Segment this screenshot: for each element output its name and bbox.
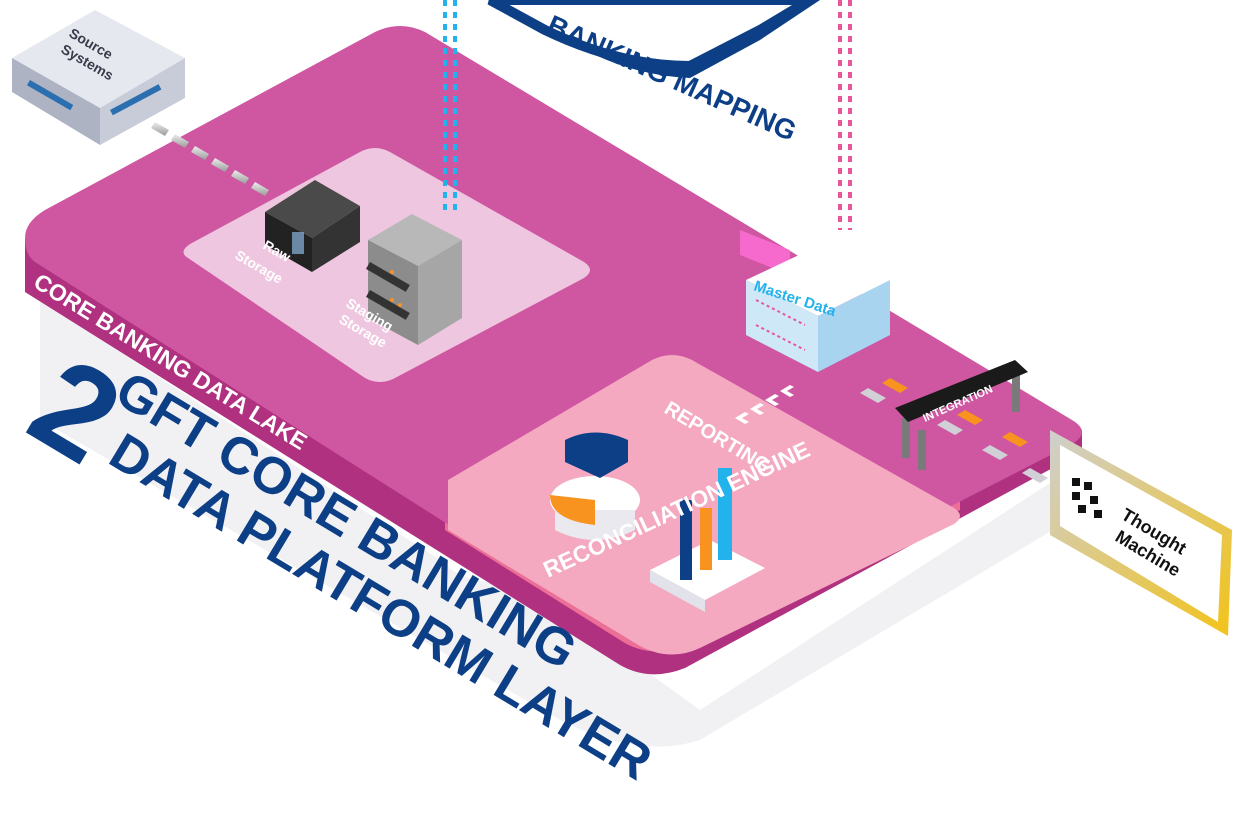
thought-machine-logo-icon [1072, 478, 1102, 518]
reconciliation-panel [448, 355, 960, 655]
bar-chart-graphic [650, 468, 765, 612]
raw-storage-server [265, 180, 360, 272]
pink-highlight [740, 230, 790, 275]
source-flow-chevrons [151, 122, 269, 196]
master-to-reporting-chevrons [735, 385, 794, 424]
master-data-server: Master Data [746, 246, 890, 372]
integration-flow-arrows [860, 378, 1048, 483]
reconciliation-side [445, 480, 960, 652]
platform-shadow [40, 300, 1070, 747]
thought-machine-box: Thought Machine [1050, 430, 1232, 636]
source-systems-server: Source Systems [12, 10, 185, 145]
staging-storage-rack [365, 214, 462, 345]
pie-chart-graphic [550, 432, 640, 540]
pink-flow-arrow [838, 0, 852, 230]
